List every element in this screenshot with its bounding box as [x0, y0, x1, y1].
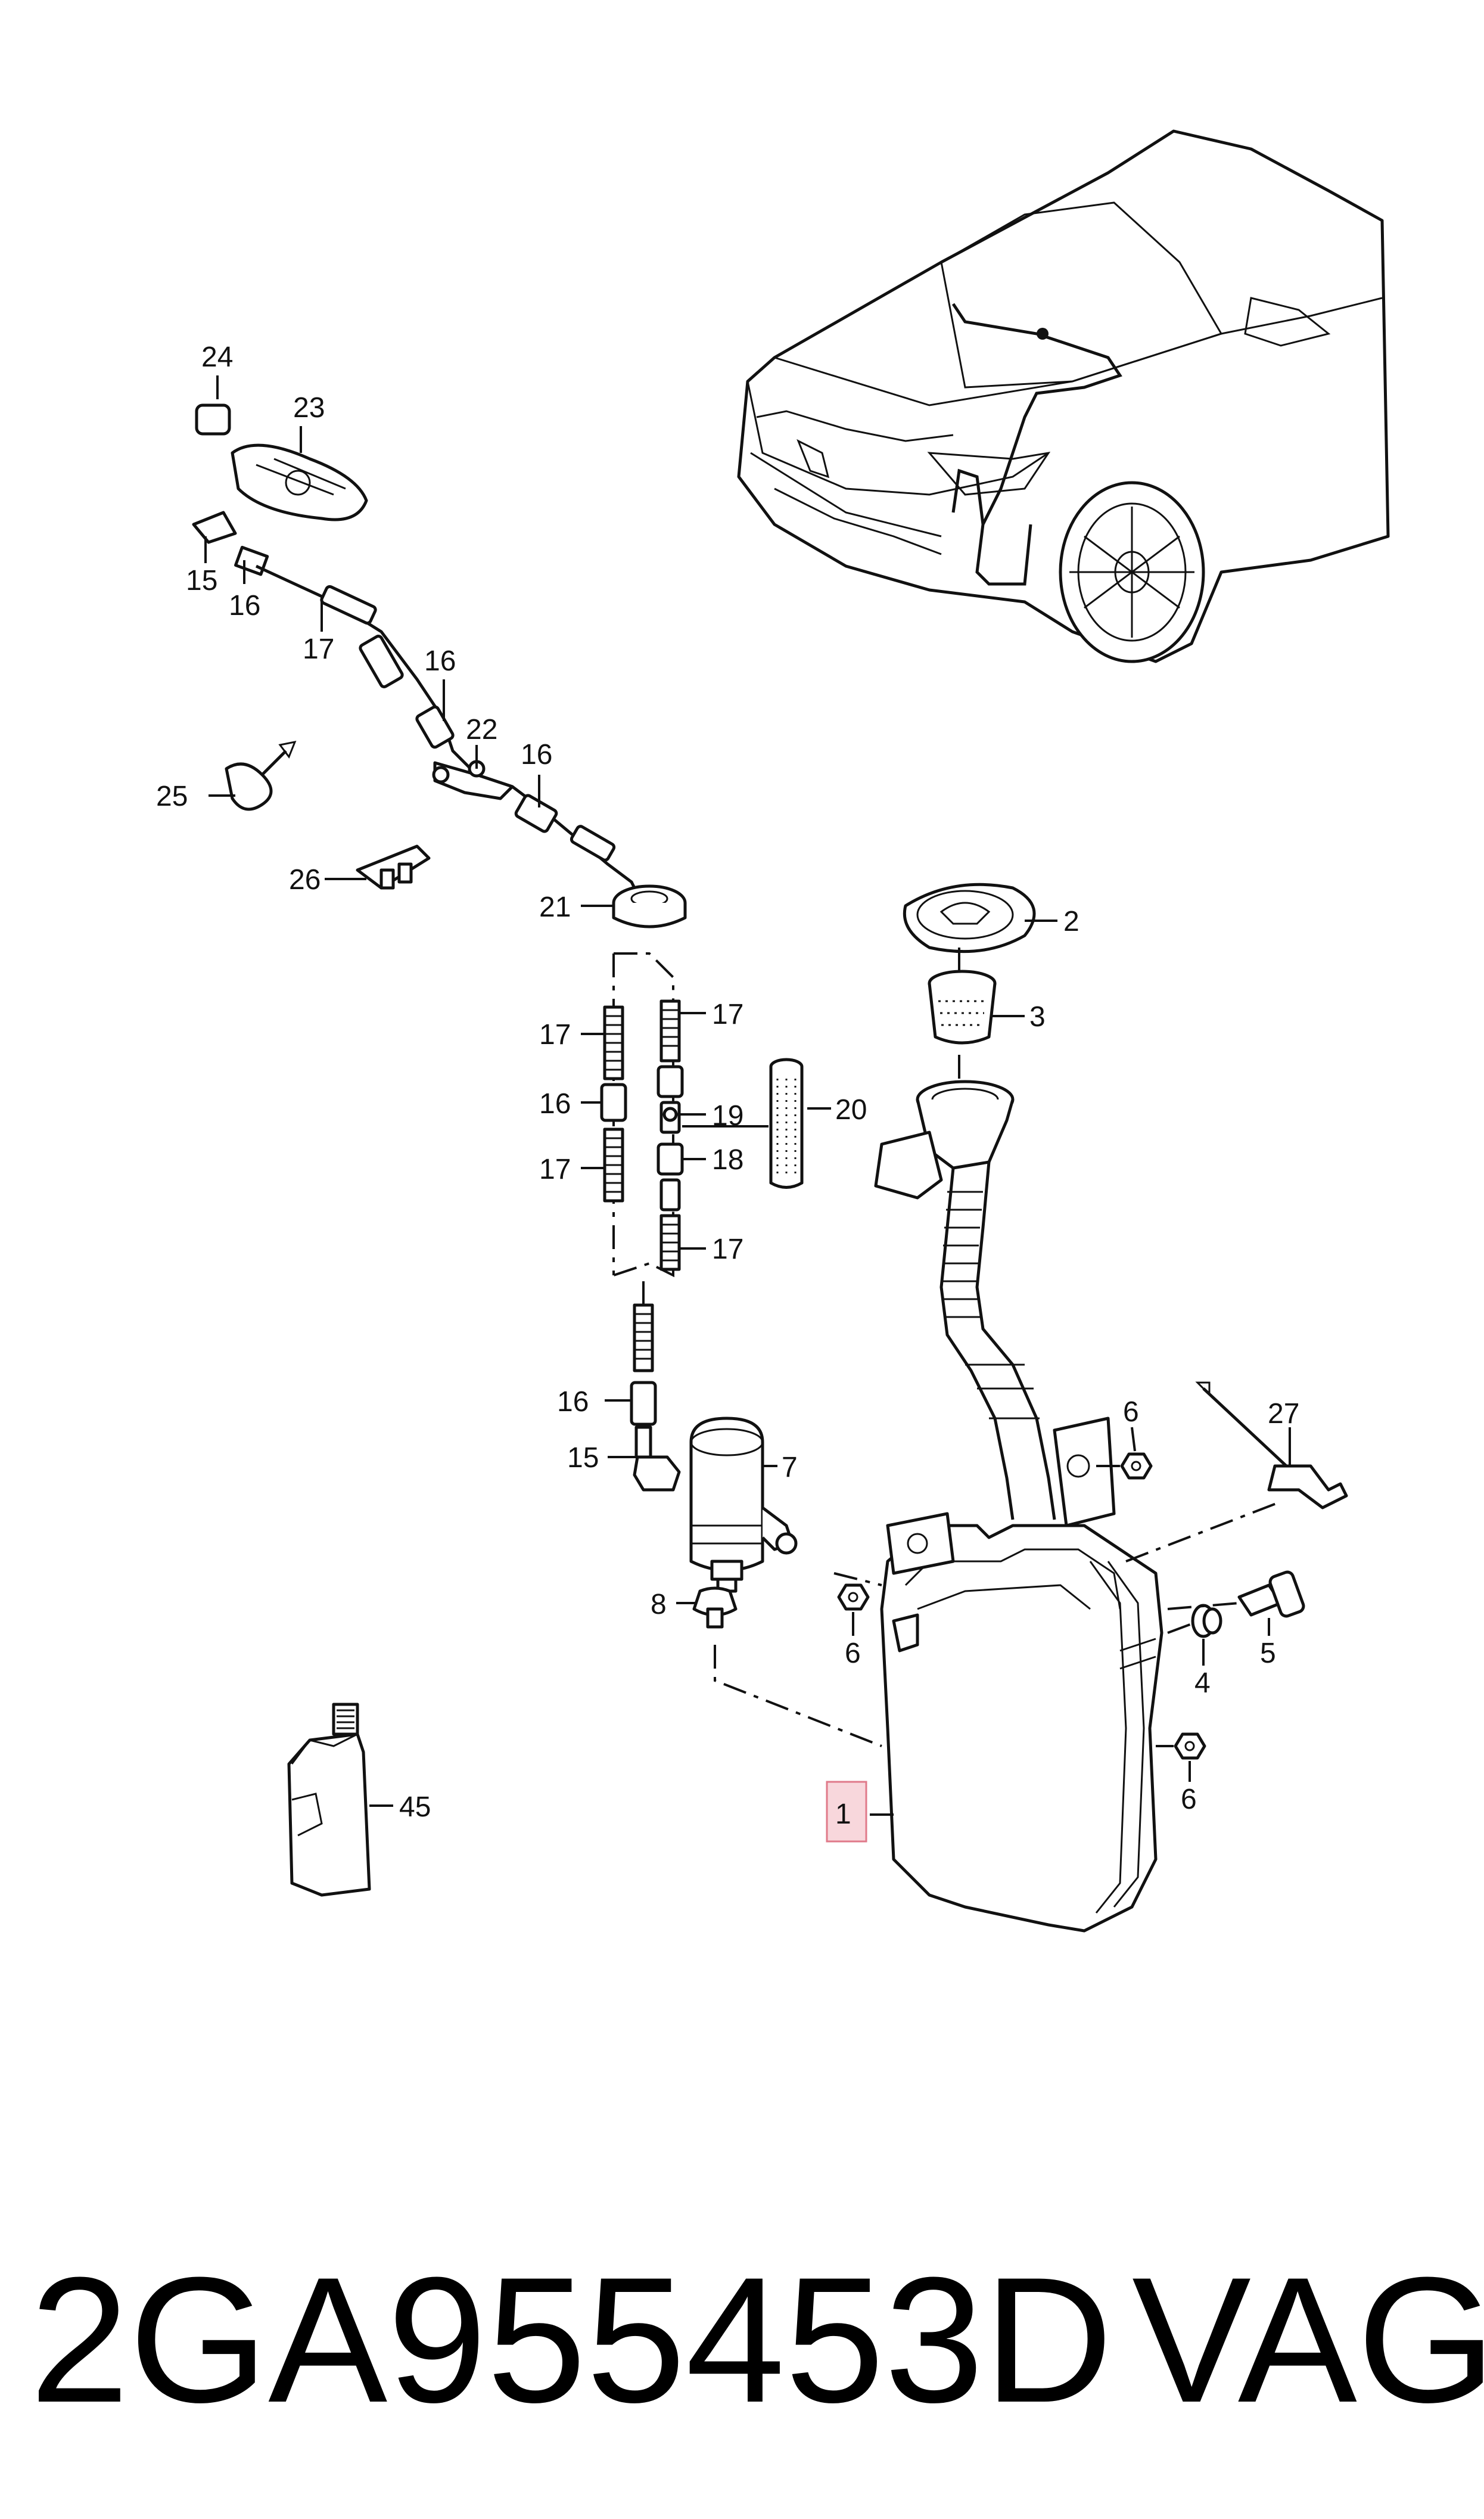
brand-label: VAG [1132, 2240, 1484, 2440]
callout-7[interactable]: 7 [782, 1452, 798, 1483]
cable-tie [225, 740, 297, 811]
callout-19[interactable]: 19 [712, 1100, 743, 1132]
hex-nut [1120, 1452, 1153, 1480]
fluid-bottle [287, 1703, 371, 1897]
hose-segments-left [600, 1005, 627, 1203]
callout-17[interactable]: 17 [712, 999, 743, 1030]
callout-17[interactable]: 17 [303, 633, 334, 665]
hex-nut [837, 1583, 870, 1611]
grommet [612, 884, 687, 928]
callout-4[interactable]: 4 [1194, 1667, 1211, 1699]
callout-20[interactable]: 20 [835, 1094, 867, 1126]
callout-6[interactable]: 6 [1123, 1396, 1139, 1428]
callout-16[interactable]: 16 [229, 590, 260, 622]
callout-18[interactable]: 18 [712, 1144, 743, 1176]
callout-6[interactable]: 6 [1181, 1784, 1197, 1815]
callout-24[interactable]: 24 [201, 341, 233, 373]
leader-lines [204, 375, 1291, 1816]
callout-15[interactable]: 15 [186, 565, 217, 597]
callout-16[interactable]: 16 [424, 645, 456, 677]
callout-17[interactable]: 17 [539, 1019, 571, 1051]
callout-17[interactable]: 17 [712, 1234, 743, 1265]
callout-17[interactable]: 17 [539, 1154, 571, 1185]
callout-45[interactable]: 45 [399, 1791, 431, 1823]
hex-nut [1174, 1732, 1206, 1760]
callout-22[interactable]: 22 [466, 714, 497, 746]
callout-16[interactable]: 16 [521, 739, 552, 771]
filler-neck [874, 1080, 1056, 1520]
callout-15[interactable]: 15 [567, 1442, 599, 1474]
callout-21[interactable]: 21 [539, 892, 571, 923]
callout-16[interactable]: 16 [557, 1386, 589, 1418]
mounting-clip [356, 844, 431, 890]
callout-3[interactable]: 3 [1029, 1001, 1046, 1033]
level-sensor [1237, 1570, 1305, 1618]
callout-23[interactable]: 23 [293, 392, 325, 424]
hose-segments-lower [630, 1303, 681, 1492]
rubber-grommet [1191, 1604, 1222, 1638]
callout-27[interactable]: 27 [1268, 1398, 1299, 1430]
callout-1[interactable]: 1 [835, 1799, 851, 1830]
callout-highlight [826, 1781, 867, 1843]
callout-25[interactable]: 25 [156, 781, 188, 812]
washer-hose-upper [192, 511, 645, 907]
spray-nozzle-assembly [195, 403, 368, 521]
hose-tube [769, 1058, 804, 1189]
washer-fluid-reservoir [880, 1417, 1163, 1933]
cable-tie-clip [1195, 1381, 1348, 1509]
filler-cap [903, 883, 1036, 953]
callout-8[interactable]: 8 [651, 1589, 667, 1620]
callouts: 1 2 3 4 5 6 6 6 7 8 15 15 16 16 16 16 16… [156, 341, 1299, 1830]
callout-6[interactable]: 6 [845, 1638, 861, 1669]
strainer-insert [928, 970, 997, 1045]
callout-2[interactable]: 2 [1063, 906, 1079, 937]
washer-pump [689, 1417, 798, 1629]
callout-5[interactable]: 5 [1260, 1638, 1276, 1669]
part-number: 2GA955453D [30, 2240, 1113, 2440]
vehicle-illustration [737, 129, 1390, 663]
callout-26[interactable]: 26 [289, 864, 321, 896]
callout-16[interactable]: 16 [539, 1088, 571, 1120]
hose-segments-right [657, 999, 684, 1271]
